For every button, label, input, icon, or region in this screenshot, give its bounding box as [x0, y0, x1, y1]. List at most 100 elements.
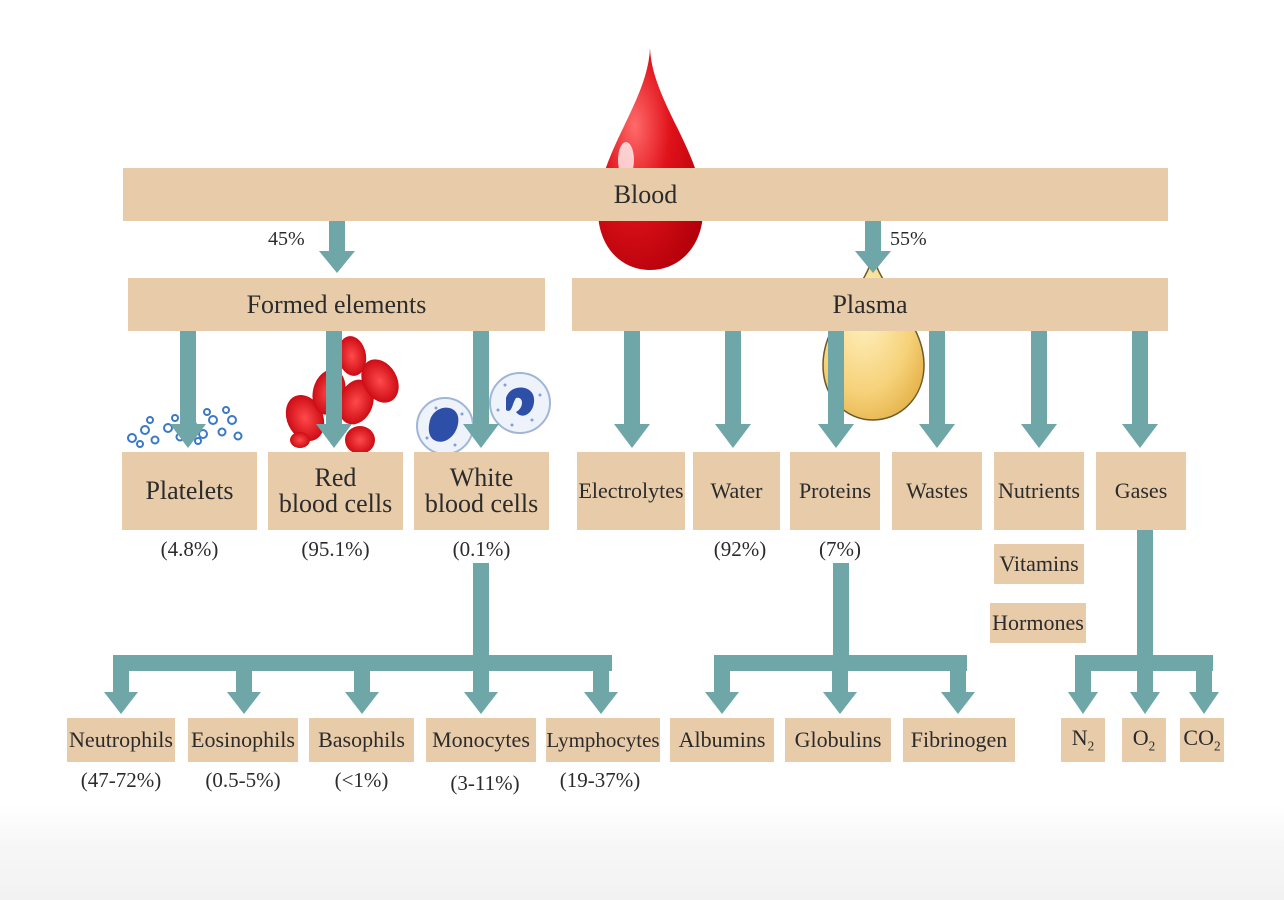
arrow-20: [1130, 655, 1160, 714]
arrow-13: [345, 655, 379, 714]
formed-elements-box: Formed elements: [128, 278, 545, 331]
arrow-2: [170, 331, 206, 448]
oxygen-box: O2: [1122, 718, 1166, 762]
water-label: Water: [710, 478, 763, 503]
globulins-label: Globulins: [794, 727, 882, 752]
red-blood-cells-box: Red blood cells: [268, 452, 403, 530]
platelets-percent: (4.8%): [160, 537, 219, 561]
basophils-box: Basophils: [309, 718, 414, 762]
gases-label: Gases: [1114, 478, 1168, 503]
connector-arrows: [104, 221, 1219, 714]
arrow-5: [614, 331, 650, 448]
carbon-dioxide-label: CO2: [1183, 727, 1220, 753]
globulins-box: Globulins: [785, 718, 891, 762]
nitrogen-label: N2: [1072, 727, 1094, 753]
hormones-label: Hormones: [992, 610, 1084, 635]
arrow-16: [705, 655, 739, 714]
arrow-6: [715, 331, 751, 448]
nutrients-box: Nutrients: [994, 452, 1084, 530]
blood-box: Blood: [123, 168, 1168, 221]
proteins-box: Proteins: [790, 452, 880, 530]
arrow-15: [584, 655, 618, 714]
red-blood-cells-label-line2: blood cells: [278, 489, 393, 518]
red-blood-cells-label-line1: Red: [314, 463, 357, 492]
nutrients-label: Nutrients: [998, 478, 1080, 503]
proteins-percent: (7%): [819, 537, 861, 561]
carbon-dioxide-subscript: 2: [1213, 738, 1221, 754]
arrow-11: [104, 655, 138, 714]
red-blood-cells-percent: (95.1%): [301, 537, 370, 561]
platelets-label: Platelets: [145, 476, 234, 505]
basophils-percent: (<1%): [334, 768, 389, 792]
oxygen-symbol: O: [1132, 725, 1149, 751]
proteins-label: Proteins: [798, 478, 872, 503]
arrow-3: [316, 331, 352, 448]
fibrinogen-label: Fibrinogen: [910, 727, 1008, 752]
carbon-dioxide-box: CO2: [1180, 718, 1224, 762]
white-blood-cells-label-line2: blood cells: [424, 489, 539, 518]
formed-share-label: 45%: [268, 228, 305, 250]
arrow-21: [1189, 655, 1219, 714]
arrow-14: [464, 655, 498, 714]
neutrophils-box: Neutrophils: [67, 718, 175, 762]
neutrophils-label: Neutrophils: [69, 727, 173, 752]
lymphocytes-percent: (19-37%): [559, 768, 641, 792]
fibrinogen-box: Fibrinogen: [903, 718, 1015, 762]
nitrogen-box: N2: [1061, 718, 1105, 762]
eosinophils-percent: (0.5-5%): [205, 768, 281, 792]
monocytes-box: Monocytes: [426, 718, 536, 762]
eosinophils-label: Eosinophils: [191, 727, 295, 752]
monocytes-percent: (3-11%): [450, 771, 520, 795]
arrow-9: [1021, 331, 1057, 448]
plasma-label: Plasma: [832, 289, 908, 319]
plasma-box: Plasma: [572, 278, 1168, 331]
electrolytes-label: Electrolytes: [578, 478, 684, 503]
white-blood-cells-label-line1: White: [449, 463, 514, 492]
neutrophils-percent: (47-72%): [80, 768, 162, 792]
formed-elements-label: Formed elements: [246, 289, 427, 319]
wastes-box: Wastes: [892, 452, 982, 530]
arrow-19: [1068, 655, 1098, 714]
white-blood-cells-percent: (0.1%): [452, 537, 511, 561]
lymphocytes-box: Lymphocytes: [546, 718, 660, 762]
electrolytes-box: Electrolytes: [577, 452, 685, 530]
vitamins-box: Vitamins: [994, 544, 1084, 584]
eosinophils-box: Eosinophils: [188, 718, 298, 762]
arrow-8: [919, 331, 955, 448]
arrow-10: [1122, 331, 1158, 448]
arrow-1: [855, 221, 891, 273]
plasma-share-label: 55%: [890, 228, 927, 250]
oxygen-label: O2: [1133, 727, 1155, 753]
hormones-box: Hormones: [990, 603, 1086, 643]
monocytes-label: Monocytes: [432, 727, 530, 752]
albumins-label: Albumins: [678, 727, 766, 752]
nitrogen-subscript: 2: [1087, 738, 1095, 754]
arrow-0: [319, 221, 355, 273]
water-percent: (92%): [713, 537, 767, 561]
gases-box: Gases: [1096, 452, 1186, 530]
white-blood-cells-box: White blood cells: [414, 452, 549, 530]
arrow-4: [463, 331, 499, 448]
connector-bar: [1137, 530, 1153, 663]
lymphocytes-label: Lymphocytes: [546, 727, 660, 752]
platelets-box: Platelets: [122, 452, 257, 530]
arrow-7: [818, 331, 854, 448]
connector-bar: [473, 563, 489, 663]
white-blood-cells-icon: [416, 372, 551, 455]
arrow-17: [823, 655, 857, 714]
blood-drop-icon: [597, 48, 704, 270]
wastes-label: Wastes: [906, 478, 968, 503]
blood-label: Blood: [613, 179, 678, 209]
albumins-box: Albumins: [670, 718, 774, 762]
oxygen-subscript: 2: [1148, 738, 1156, 754]
water-box: Water: [693, 452, 780, 530]
arrow-18: [941, 655, 975, 714]
connector-bar: [833, 563, 849, 663]
bottom-fade: [0, 805, 1284, 900]
basophils-label: Basophils: [318, 727, 405, 752]
arrow-12: [227, 655, 261, 714]
vitamins-label: Vitamins: [999, 551, 1079, 576]
nitrogen-symbol: N: [1071, 725, 1088, 751]
